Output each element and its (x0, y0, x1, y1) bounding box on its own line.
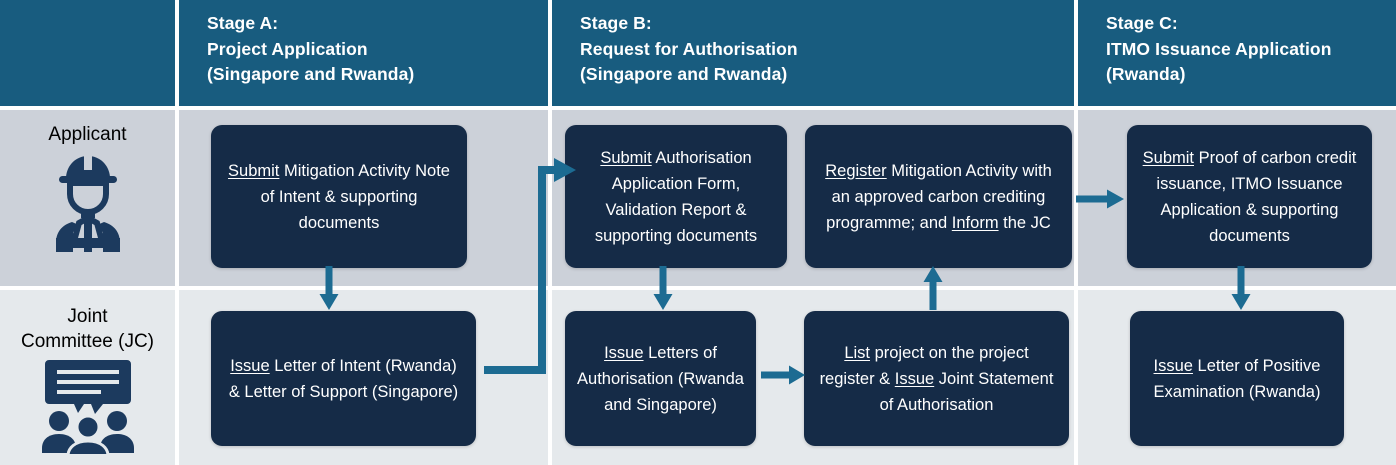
column-divider-a-b (548, 110, 552, 465)
step-box-b1-rest: Authorisation Application Form, Validati… (594, 148, 758, 245)
step-box-b2-rest2: the JC (998, 213, 1051, 232)
header-stage-a-line2: Project Application (207, 38, 368, 59)
header-stage-a: Stage A: Project Application (Singapore … (179, 0, 548, 106)
keyword-list: List (844, 343, 870, 362)
step-box-submit-authorisation-form[interactable]: Submit Authorisation Application Form, V… (565, 125, 787, 268)
construction-worker-icon (0, 148, 175, 257)
keyword-inform: Inform (951, 213, 999, 232)
step-box-b3-text: Issue Letters of Authorisation (Rwanda a… (577, 340, 744, 418)
keyword-issue: Issue (604, 343, 644, 362)
keyword-submit: Submit (600, 148, 652, 167)
step-box-issue-letter-positive-examination[interactable]: Issue Letter of Positive Examination (Rw… (1130, 311, 1344, 446)
step-box-submit-note-of-intent[interactable]: Submit Mitigation Activity Note of Inten… (211, 125, 467, 268)
step-box-b3-rest: Letters of Authorisation (Rwanda and Sin… (577, 343, 744, 414)
header-stage-c: Stage C: ITMO Issuance Application (Rwan… (1078, 0, 1396, 106)
arrow-right-b3-to-b4 (761, 362, 805, 393)
keyword-submit: Submit (1142, 148, 1194, 167)
header-stage-c-line3: (Rwanda) (1106, 64, 1186, 84)
step-box-a1-text: Submit Mitigation Activity Note of Inten… (223, 158, 455, 236)
step-box-c2-rest: Letter of Positive Examination (Rwanda) (1153, 356, 1321, 401)
swimlane-label-jc-line1: Joint (67, 306, 108, 327)
arrow-down-a1-to-a2 (316, 266, 342, 315)
step-box-c1-text: Submit Proof of carbon credit issuance, … (1139, 145, 1360, 249)
header-stage-b-text: Stage B: Request for Authorisation (Sing… (580, 11, 1066, 88)
arrow-right-b2-to-c1 (1076, 186, 1124, 217)
keyword-issue: Issue (894, 369, 935, 388)
keyword-submit: Submit (228, 161, 280, 180)
header-stage-b-line3: (Singapore and Rwanda) (580, 64, 788, 84)
swimlane-label-jc-line2: Committee (JC) (20, 331, 154, 352)
step-box-a1-rest: Mitigation Activity Note of Intent & sup… (260, 161, 450, 232)
step-box-register-mitigation-activity[interactable]: Register Mitigation Activity with an app… (805, 125, 1072, 268)
header-stage-c-line1: Stage C: (1106, 13, 1178, 33)
step-box-b1-text: Submit Authorisation Application Form, V… (577, 145, 775, 249)
arrow-down-b1-to-b3 (650, 266, 676, 315)
step-box-list-project-on-register[interactable]: List project on the project register & I… (804, 311, 1069, 446)
arrow-up-b4-to-b2 (920, 266, 946, 315)
keyword-issue: Issue (230, 356, 270, 375)
keyword-register: Register (825, 161, 887, 180)
step-box-b2-text: Register Mitigation Activity with an app… (817, 158, 1060, 236)
step-box-a2-text: Issue Letter of Intent (Rwanda) & Letter… (223, 353, 464, 405)
step-box-b4-rest: project on the project register & (819, 343, 1029, 388)
step-box-b4-text: List project on the project register & I… (816, 340, 1057, 418)
step-box-c2-text: Issue Letter of Positive Examination (Rw… (1142, 353, 1332, 405)
header-stage-b: Stage B: Request for Authorisation (Sing… (552, 0, 1074, 106)
header-stage-c-text: Stage C: ITMO Issuance Application (Rwan… (1106, 11, 1388, 88)
step-box-issue-letters-of-authorisation[interactable]: Issue Letters of Authorisation (Rwanda a… (565, 311, 756, 446)
swimlane-label-joint-committee: Joint Committee (JC) (0, 304, 175, 354)
keyword-issue: Issue (1153, 356, 1193, 375)
step-box-submit-proof-of-issuance[interactable]: Submit Proof of carbon credit issuance, … (1127, 125, 1372, 268)
swimlane-label-applicant: Applicant (0, 122, 175, 147)
step-box-b4-rest2: Joint Statement of Authorisation (879, 369, 1054, 414)
arrow-down-c1-to-c2 (1228, 266, 1254, 315)
step-box-issue-letter-of-intent[interactable]: Issue Letter of Intent (Rwanda) & Letter… (211, 311, 476, 446)
swimlane-label-applicant-line1: Applicant (48, 124, 127, 145)
header-stage-b-line1: Stage B: (580, 13, 652, 33)
header-stage-a-line1: Stage A: (207, 13, 279, 33)
header-stage-a-text: Stage A: Project Application (Singapore … (207, 11, 540, 88)
column-divider-b-c (1074, 110, 1078, 465)
header-stage-c-line2: ITMO Issuance Application (1106, 38, 1332, 59)
arrow-elbow-a2-to-b1 (480, 148, 580, 383)
step-box-c1-rest: Proof of carbon credit issuance, ITMO Is… (1156, 148, 1357, 245)
step-box-a2-rest: Letter of Intent (Rwanda) & Letter of Su… (228, 356, 459, 401)
header-stage-a-line3: (Singapore and Rwanda) (207, 64, 415, 84)
committee-meeting-icon (0, 358, 175, 459)
header-corner-cell (0, 0, 175, 106)
column-divider-left (175, 110, 179, 465)
header-stage-b-line2: Request for Authorisation (580, 38, 798, 59)
step-box-b2-rest: Mitigation Activity with an approved car… (826, 161, 1052, 232)
